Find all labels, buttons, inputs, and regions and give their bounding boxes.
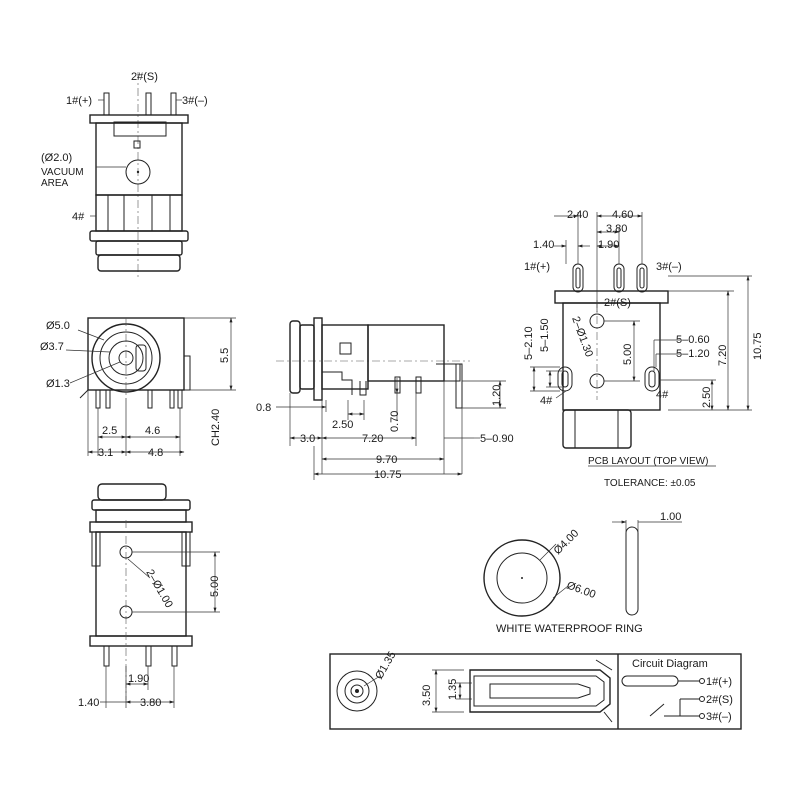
dim-0-70-label: 0.70 [389, 411, 401, 432]
dim-9-70-label: 9.70 [376, 454, 397, 466]
diameter-1-3-label: Ø1.3 [46, 378, 70, 390]
pcb-layout-title: PCB LAYOUT (TOP VIEW) [588, 456, 708, 467]
pcb-dim-3-80: 3.80 [606, 223, 627, 235]
bottom-dim-1-40: 1.40 [78, 697, 99, 709]
pcb-dim-5-00: 5.00 [622, 344, 634, 365]
pcb-dim-1-90: 1.90 [598, 239, 619, 251]
pcb-layout: 2.40 4.60 3.80 1.40 1.90 1#(+) 3#(–) 2#(… [523, 209, 764, 489]
height-5-5-label: 5.5 [219, 348, 231, 363]
pcb-dim-5-1-50: 5–1.50 [539, 318, 551, 352]
bottom-dim-1-90: 1.90 [128, 673, 149, 685]
dim-1-20-label: 1.20 [491, 385, 503, 406]
pcb-dim-10-75: 10.75 [752, 332, 764, 360]
vacuum-label-1: VACUUM [41, 167, 84, 178]
dim-2-50-label: 2.50 [332, 419, 353, 431]
pcb-pin-4a-label: 4# [540, 395, 553, 407]
dim-5-0-90-label: 5–0.90 [480, 433, 514, 445]
ring-inner-diameter: Ø4.00 [552, 527, 582, 557]
width-3-1-label: 3.1 [98, 447, 113, 459]
dim-0-8-label: 0.8 [256, 402, 271, 414]
bottom-holes-label: 2–Ø1.00 [143, 568, 174, 611]
circuit-pin-1: 1#(+) [706, 676, 732, 688]
side-view: 0.8 2.50 0.70 1.20 3.0 7.20 5–0.90 9.70 … [256, 317, 514, 481]
diameter-5-label: Ø5.0 [46, 320, 70, 332]
bottom-dim-5-00: 5.00 [209, 576, 221, 597]
circuit-title: Circuit Diagram [632, 658, 708, 670]
circuit-pin-3: 3#(–) [706, 711, 732, 723]
ring-thickness: 1.00 [660, 511, 681, 523]
diameter-3-7-label: Ø3.7 [40, 341, 64, 353]
pcb-dim-7-20: 7.20 [717, 345, 729, 366]
pcb-pin-2-label: 2#(S) [604, 297, 631, 309]
pin-4-label: 4# [72, 211, 85, 223]
ring-caption: WHITE WATERPROOF RING [496, 623, 643, 635]
pcb-pin-4b-label: 4# [656, 389, 669, 401]
circuit-diagram: Circuit Diagram 1#(+) 2#(S) 3#(–) [621, 658, 733, 723]
pin-3-label: 3#(–) [182, 95, 208, 107]
ring-outer-diameter: Ø6.00 [565, 580, 597, 602]
pcb-dim-4-60: 4.60 [612, 209, 633, 221]
pcb-pin-3-label: 3#(–) [656, 261, 682, 273]
circuit-pin-2: 2#(S) [706, 694, 733, 706]
dim-10-75-label: 10.75 [374, 469, 402, 481]
pin-2-label: 2#(S) [131, 71, 158, 83]
pcb-tolerance: TOLERANCE: ±0.05 [604, 478, 696, 489]
vacuum-label-2: AREA [41, 178, 69, 189]
width-4-8-label: 4.8 [148, 447, 163, 459]
pcb-dim-5-2-10: 5–2.10 [523, 326, 535, 360]
pcb-dim-5-0-60: 5–0.60 [676, 334, 710, 346]
vacuum-diameter: (Ø2.0) [41, 152, 72, 164]
chamfer-label: CH2.40 [210, 409, 222, 446]
detail-dim-3-50: 3.50 [421, 685, 433, 706]
top-view: 2#(S) 1#(+) 3#(–) (Ø2.0) VACUUM AREA 4# [41, 71, 208, 280]
pcb-dim-2-40: 2.40 [567, 209, 588, 221]
pin-1-label: 1#(+) [66, 95, 92, 107]
pcb-dim-1-40: 1.40 [533, 239, 554, 251]
dim-3-0-label: 3.0 [300, 433, 315, 445]
dim-7-20-label: 7.20 [362, 433, 383, 445]
bottom-dim-3-80: 3.80 [140, 697, 161, 709]
pcb-dim-5-1-20: 5–1.20 [676, 348, 710, 360]
detail-dim-1-35b: 1.35 [447, 679, 459, 700]
bottom-view: 2–Ø1.00 5.00 1.90 1.40 3.80 [78, 483, 221, 709]
front-view: Ø5.0 Ø3.7 Ø1.3 5.5 CH2.40 2.5 4.6 3.1 4.… [40, 317, 236, 459]
pcb-holes-label: 2–Ø1.30 [569, 315, 595, 359]
waterproof-ring: Ø4.00 Ø6.00 1.00 WHITE WATERPROOF RING [483, 511, 682, 635]
width-4-6-label: 4.6 [145, 425, 160, 437]
width-2-5-label: 2.5 [102, 425, 117, 437]
pcb-dim-2-50: 2.50 [701, 387, 713, 408]
pcb-pin-1-label: 1#(+) [524, 261, 550, 273]
